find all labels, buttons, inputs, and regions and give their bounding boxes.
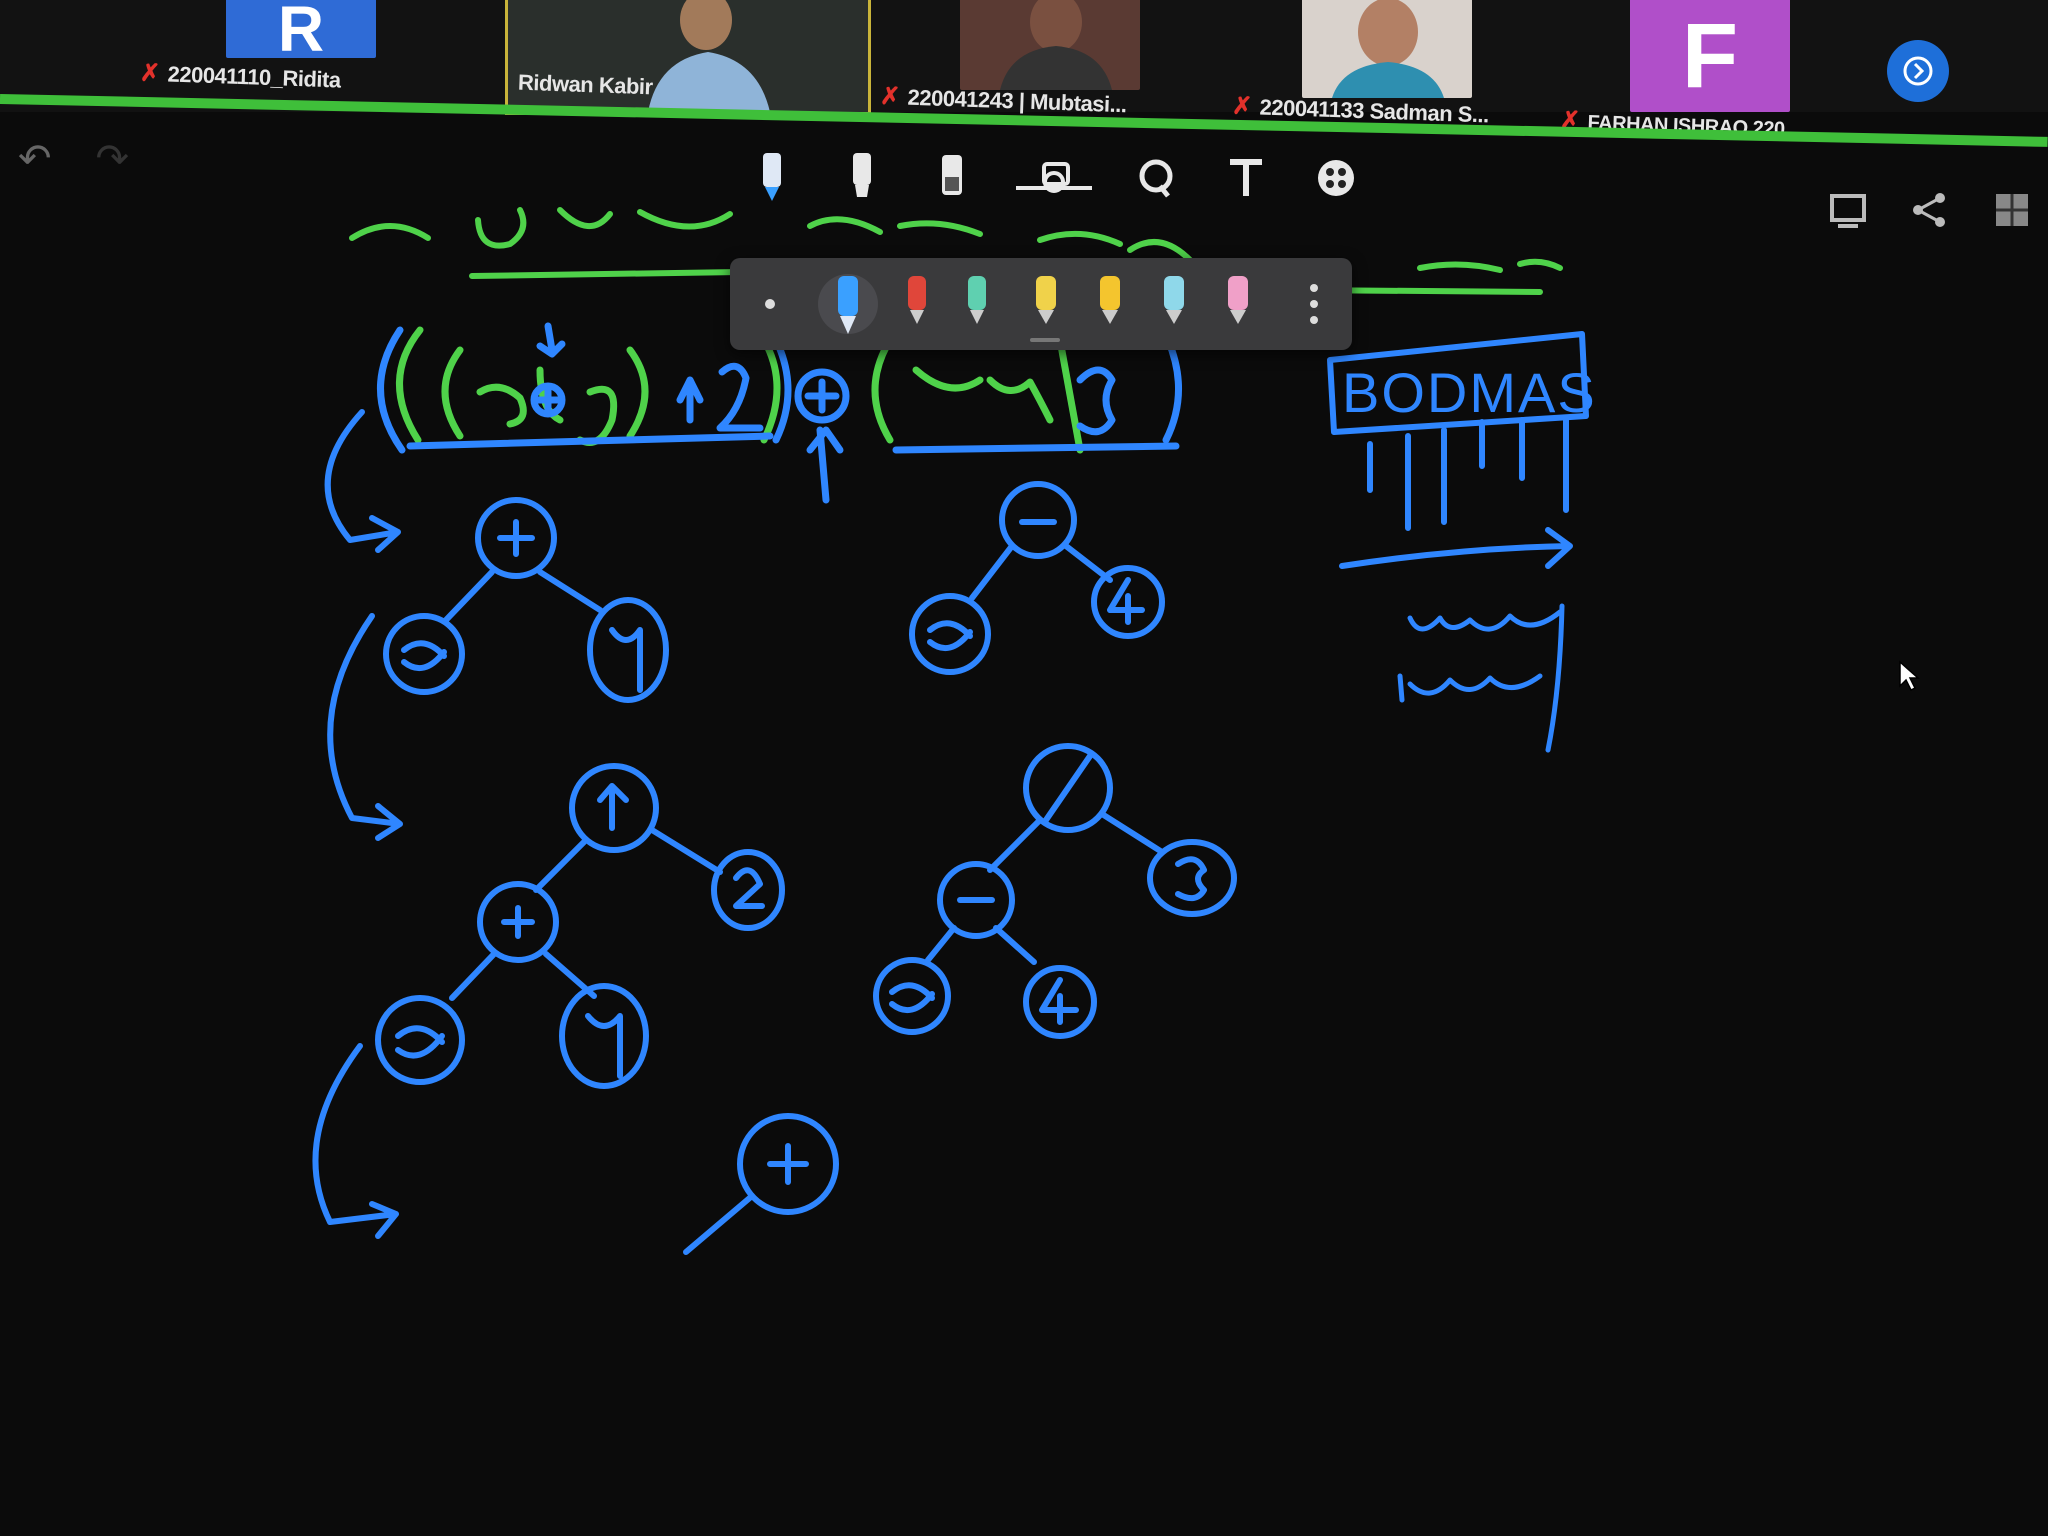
bodmas-label: BODMAS (1342, 361, 1597, 424)
video-thumbnail (648, 0, 770, 112)
next-participants-button[interactable] (1887, 40, 1949, 102)
participant-strip: R ✗220041110_Ridita Ridwan Kabir ✗220041… (0, 0, 2048, 141)
participant-tile-ridwan[interactable]: Ridwan Kabir (505, 0, 871, 115)
pen-color-option[interactable] (1164, 276, 1184, 324)
tree-up (375, 763, 785, 1089)
text-icon[interactable] (1218, 150, 1274, 206)
undo-icon[interactable]: ↶ (18, 137, 52, 181)
pen-icon[interactable] (744, 150, 800, 206)
expression-blue (377, 322, 1182, 504)
curved-arrows (312, 409, 403, 1239)
pen-color-option[interactable] (968, 276, 986, 324)
pen-color-option[interactable] (1228, 276, 1248, 324)
tree-plus-partial (683, 1113, 839, 1255)
color-picker-icon[interactable] (1308, 150, 1364, 206)
redo-icon[interactable]: ↷ (95, 137, 130, 181)
lasso-icon[interactable] (1128, 150, 1184, 206)
chevron-right-icon (1903, 56, 1933, 86)
pen-size-dot[interactable] (765, 299, 775, 309)
shapes-icon[interactable] (1014, 150, 1094, 206)
unary-binary-text (1397, 603, 1565, 753)
participant-tile-farhan[interactable]: F ✗FARHAN ISHRAQ 220... (1560, 0, 1880, 141)
mouse-cursor-icon (1899, 660, 1920, 692)
more-options-icon[interactable] (1310, 284, 1318, 324)
highlighter-icon[interactable] (834, 150, 890, 206)
tree-minus-x4 (909, 481, 1165, 675)
video-thumbnail (1302, 0, 1472, 98)
tree-divide (873, 743, 1237, 1039)
pen-color-option[interactable] (838, 276, 858, 334)
pen-color-option[interactable] (908, 276, 926, 324)
whiteboard-icon[interactable] (1828, 190, 1868, 230)
pen-color-option[interactable] (1036, 276, 1056, 324)
avatar: F (1630, 0, 1790, 112)
bodmas-box (1327, 331, 1589, 569)
tree-plus-xy (383, 497, 669, 703)
video-thumbnail (960, 0, 1140, 90)
participant-tile-mubtasim[interactable]: ✗220041243 | Mubtasi... (880, 0, 1220, 117)
annotation-toolbar (744, 150, 1364, 206)
pen-color-swatches (765, 274, 1318, 334)
participant-tile-sadman[interactable]: ✗220041133 Sadman S... (1232, 0, 1562, 127)
participant-tile-ridita[interactable]: R ✗220041110_Ridita (140, 0, 440, 112)
popup-drag-handle[interactable] (1030, 338, 1060, 342)
pen-color-option[interactable] (1100, 276, 1120, 324)
eraser-icon[interactable] (924, 150, 980, 206)
grid-icon[interactable] (1992, 190, 2032, 230)
avatar: R (226, 0, 376, 65)
share-icon[interactable] (1910, 190, 1950, 230)
pen-color-popup (730, 258, 1352, 350)
